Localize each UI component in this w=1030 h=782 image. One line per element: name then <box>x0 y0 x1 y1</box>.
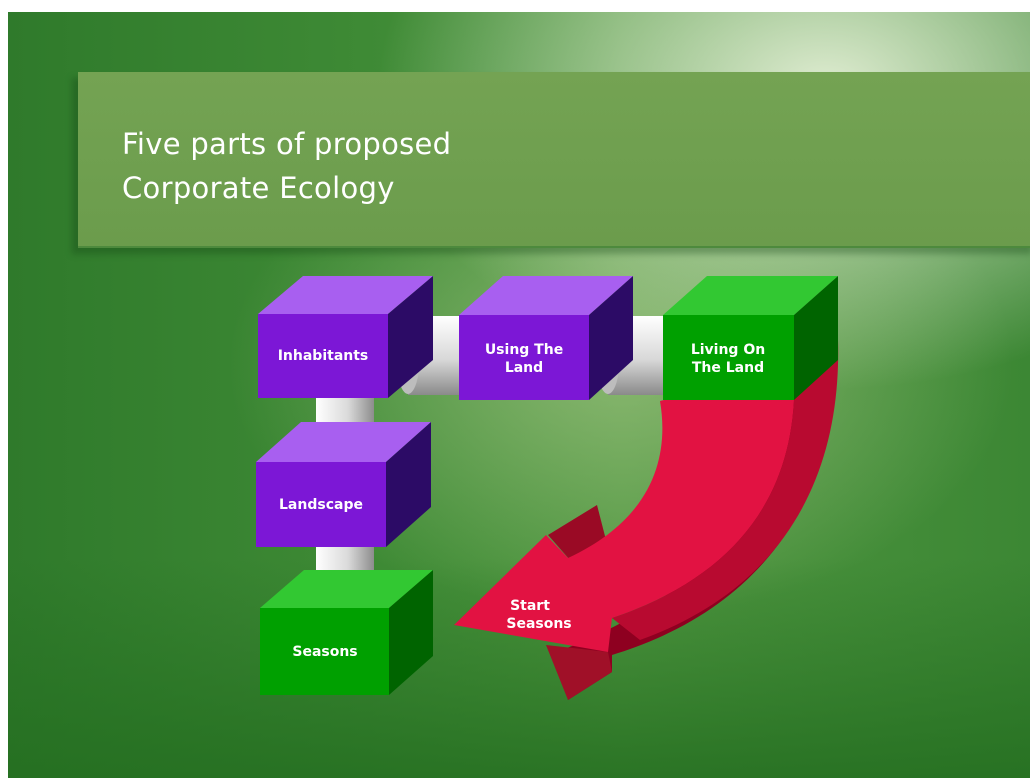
title-band: Five parts of proposed Corporate Ecology <box>78 72 1030 248</box>
box-label: The Land <box>692 360 764 376</box>
box-inhabitants: Inhabitants <box>258 276 433 398</box>
box-label: Inhabitants <box>278 348 369 364</box>
box-landscape: Landscape <box>256 422 431 547</box>
page-title: Five parts of proposed Corporate Ecology <box>122 127 452 205</box>
arrow-label: Start <box>510 598 550 614</box>
box-using-the-land: Using The Land <box>459 276 633 400</box>
slide-background: Five parts of proposed Corporate Ecology <box>8 12 1030 778</box>
box-label: Seasons <box>292 644 357 660</box>
box-label: Using The <box>485 342 563 358</box>
arrow-label: Seasons <box>506 616 571 632</box>
box-seasons: Seasons <box>260 570 433 695</box>
box-label: Living On <box>691 342 765 358</box>
box-label: Land <box>505 360 543 376</box>
box-living-on-the-land: Living On The Land <box>663 276 838 400</box>
box-label: Landscape <box>279 497 363 513</box>
